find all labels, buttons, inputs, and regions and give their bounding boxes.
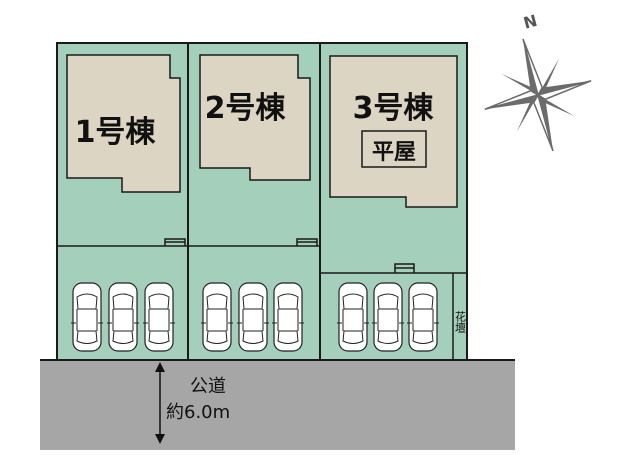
- car-icon: [142, 282, 176, 352]
- building-2-label: 2号棟: [205, 91, 287, 126]
- road-label: 公道: [190, 376, 226, 397]
- building-2: [199, 54, 311, 181]
- car-icon: [236, 282, 270, 352]
- car-icon: [70, 282, 104, 352]
- parking-lot-3: [336, 282, 440, 352]
- building-1-label: 1号棟: [75, 115, 157, 150]
- public-road: [40, 360, 515, 450]
- single-story-label: 平屋: [372, 140, 416, 165]
- car-icon: [106, 282, 140, 352]
- car-icon: [271, 282, 305, 352]
- car-icon: [200, 282, 234, 352]
- flower-bed-label: 花壇: [454, 311, 467, 333]
- parking-lot-2: [200, 282, 305, 352]
- compass-north-label: N: [521, 11, 539, 33]
- car-icon: [336, 282, 370, 352]
- single-story-badge: [361, 130, 427, 168]
- building-3-label: 3号棟: [353, 91, 435, 126]
- parking-lot-1: [70, 282, 176, 352]
- car-icon: [371, 282, 405, 352]
- road-width-arrow: [155, 362, 165, 444]
- road-width-label: 約6.0m: [166, 402, 230, 423]
- compass-rose-icon: [484, 38, 592, 152]
- car-icon: [406, 282, 440, 352]
- building-1: [66, 54, 181, 193]
